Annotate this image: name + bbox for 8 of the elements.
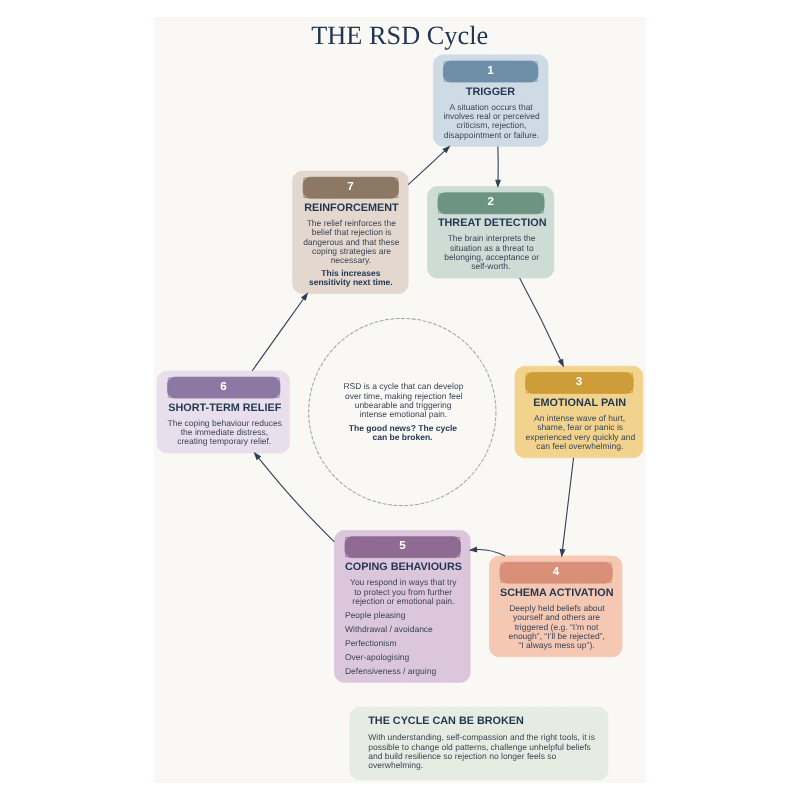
arrow	[519, 277, 564, 368]
arrow	[253, 451, 335, 543]
arrow	[559, 457, 575, 558]
arrow	[468, 546, 506, 557]
diagram-title: THE RSD Cycle	[311, 20, 489, 51]
arrow	[251, 292, 309, 372]
arrow	[495, 146, 501, 189]
arrow	[407, 145, 451, 186]
